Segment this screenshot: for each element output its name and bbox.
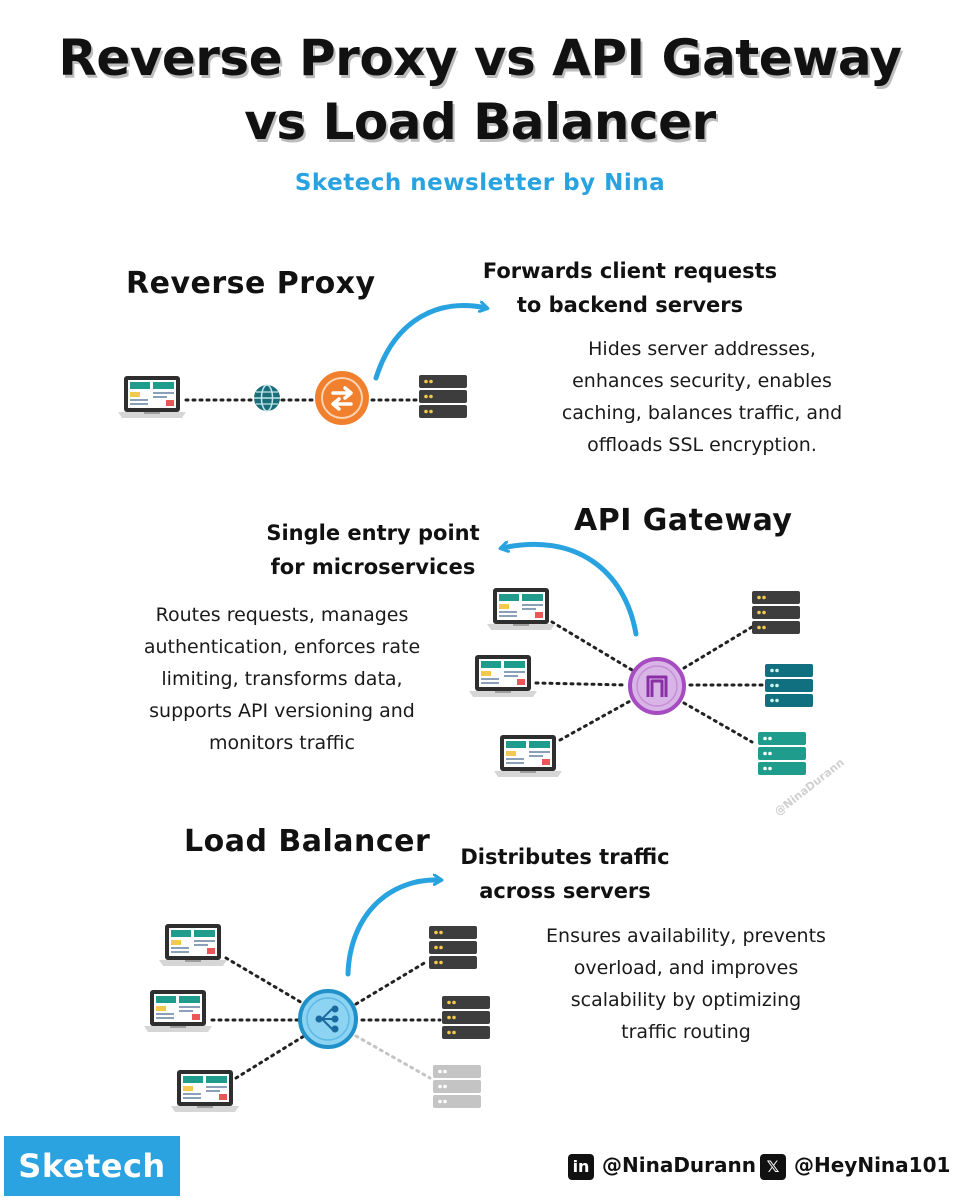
laptop-icon <box>171 1070 239 1112</box>
reverse-proxy-heading: Reverse Proxy <box>126 266 376 301</box>
reverse-proxy-description: Hides server addresses, enhances securit… <box>561 338 843 456</box>
server-icon <box>752 591 800 634</box>
x-handle: @HeyNina101 <box>794 1153 951 1177</box>
laptop-icon <box>118 376 186 418</box>
api-gateway-heading: API Gateway <box>574 503 793 538</box>
curved-arrow <box>502 544 639 637</box>
server-icon <box>419 375 467 418</box>
load-balancer-caption: Distributes traffic across servers <box>460 845 670 903</box>
connection-line <box>234 1034 306 1080</box>
load-balancer-diagram <box>144 880 490 1112</box>
x-link[interactable]: 𝕏 @HeyNina101 <box>760 1150 950 1180</box>
laptop-icon <box>487 588 555 630</box>
laptop-icon <box>144 990 212 1032</box>
connection-line <box>682 625 754 670</box>
connection-line <box>534 681 628 687</box>
load-balancer-icon <box>298 989 358 1049</box>
reverse-proxy-caption: Forwards client requests to backend serv… <box>482 259 778 317</box>
x-icon: 𝕏 <box>760 1153 786 1180</box>
linkedin-icon: in <box>568 1153 594 1180</box>
server-icon <box>758 732 806 775</box>
connection-line <box>682 701 754 744</box>
connection-line <box>558 698 634 742</box>
linkedin-handle: @NinaDurann <box>602 1153 757 1177</box>
api-gateway-icon <box>628 657 686 715</box>
connection-line <box>354 960 428 1006</box>
page-title-line-2: vs Load Balancer <box>244 93 716 151</box>
load-balancer-description: Ensures availability, prevents overload,… <box>546 925 826 1043</box>
server-icon <box>765 664 813 707</box>
reverse-proxy-icon <box>315 371 369 425</box>
sketech-logo: Sketech <box>4 1136 180 1196</box>
connection-line <box>550 620 634 672</box>
api-gateway-caption: Single entry point for microservices <box>266 521 480 579</box>
page-subtitle: Sketech newsletter by Nina <box>294 170 666 196</box>
page-title-line-1: Reverse Proxy vs API Gateway <box>58 29 902 87</box>
laptop-icon <box>494 735 562 777</box>
connection-line <box>224 956 306 1006</box>
laptop-icon <box>159 924 227 966</box>
api-gateway-diagram <box>469 544 813 777</box>
load-balancer-heading: Load Balancer <box>184 824 431 859</box>
globe-icon <box>254 384 280 412</box>
api-gateway-description: Routes requests, manages authentication,… <box>143 604 421 754</box>
reverse-proxy-diagram <box>118 306 486 425</box>
server-icon <box>433 1065 481 1108</box>
linkedin-link[interactable]: in @NinaDurann <box>568 1150 756 1180</box>
server-icon <box>429 926 477 969</box>
curved-arrow <box>373 306 486 381</box>
laptop-icon <box>469 655 537 697</box>
curved-arrow <box>345 880 440 977</box>
connection-line <box>354 1034 432 1080</box>
server-icon <box>442 996 490 1039</box>
